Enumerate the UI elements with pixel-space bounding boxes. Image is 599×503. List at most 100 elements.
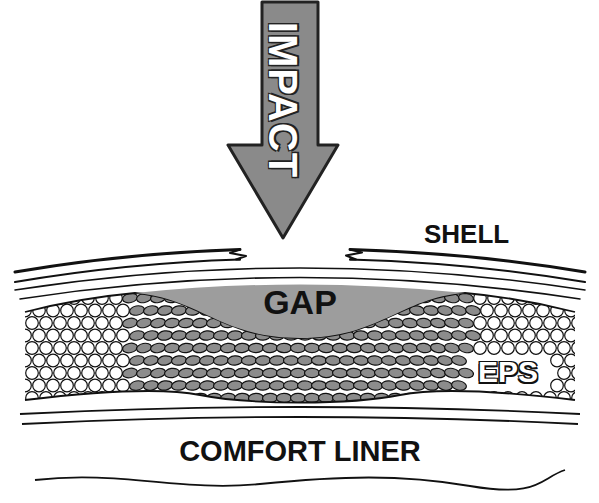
compressed-bead [122,392,139,404]
compressed-bead [192,318,208,329]
eps-bead [26,292,39,305]
compressed-bead [416,342,432,353]
compressed-bead [143,405,159,417]
compressed-bead [465,329,482,341]
compressed-bead [262,368,277,378]
compressed-bead [339,380,355,390]
eps-bead [82,317,95,330]
eps-bead [117,379,130,392]
compressed-bead [395,330,411,341]
compressed-bead [171,355,187,366]
compressed-bead [437,405,453,417]
compressed-bead [234,343,250,353]
eps-bead [26,342,39,355]
eps-bead [33,404,46,417]
eps-bead [544,317,557,330]
liner-line [20,407,580,414]
compressed-bead [465,304,482,316]
compressed-bead [171,380,187,391]
eps-bead [12,367,25,380]
eps-bead [103,304,116,317]
eps-bead [33,354,46,367]
compressed-bead [451,355,468,367]
compressed-bead [276,393,291,402]
compressed-bead [150,317,166,329]
eps-bead [12,342,25,355]
eps-bead [40,292,53,305]
compressed-bead [122,367,139,379]
compressed-bead [304,393,319,402]
compressed-bead [458,342,475,354]
compressed-bead [185,405,201,416]
eps-bead [537,329,550,342]
gap-region: GAP [130,278,470,340]
eps-bead [61,379,74,392]
compressed-bead [325,356,340,366]
eps-bead [565,379,578,392]
eps-bead [12,317,25,330]
eps-bead [516,317,529,330]
shell-crack [346,250,362,260]
compressed-bead [206,368,222,379]
compressed-bead [213,355,229,366]
eps-bead [103,329,116,342]
eps-bead [89,304,102,317]
compressed-bead [143,355,159,367]
compressed-bead [185,355,201,366]
compressed-bead [353,380,369,390]
compressed-bead [255,356,270,366]
compressed-bead [304,343,319,352]
compressed-bead [143,305,159,317]
compressed-bead [402,367,418,378]
compressed-bead [409,405,425,416]
compressed-bead [458,367,475,379]
compressed-bead [164,367,180,378]
eps-bead [103,379,116,392]
compressed-bead [178,317,194,328]
eps-bead [481,329,494,342]
compressed-bead [381,405,397,416]
eps-bead [68,367,81,380]
eps-bead [110,342,123,355]
compressed-bead [437,355,453,367]
eps-bead [96,342,109,355]
compressed-bead [164,342,180,353]
eps-bead [551,354,564,367]
eps-bead [54,317,67,330]
eps-bead [54,367,67,380]
compressed-bead [136,367,152,379]
eps-bead [75,379,88,392]
compressed-bead [402,317,418,328]
compressed-bead [157,405,173,417]
eps-bead [551,329,564,342]
compressed-bead [185,380,201,391]
compressed-bead [388,343,404,354]
compressed-bead [234,368,250,378]
eps-bead [530,317,543,330]
gap-region-outline [135,285,465,339]
eps-bead [530,392,543,405]
eps-bead [110,317,123,330]
eps-bead [474,342,487,355]
eps-bead [103,354,116,367]
eps-bead [579,329,592,342]
region-label: GAP [263,285,337,319]
compressed-bead [451,380,468,392]
compressed-bead [283,381,298,390]
eps-bead [117,329,130,342]
compressed-bead [381,355,397,366]
compressed-bead [311,381,326,391]
eps-bead [47,379,60,392]
compressed-bead [430,392,446,404]
compressed-bead [339,355,355,365]
eps-bead [509,329,522,342]
eps-bead [40,367,53,380]
eps-bead [530,342,543,355]
compressed-bead [360,368,376,378]
compressed-bead [199,355,215,366]
eps-bead [96,367,109,380]
compressed-bead [129,304,146,316]
eps-bead [509,304,522,317]
compressed-bead [458,392,475,404]
compressed-bead [129,354,146,366]
